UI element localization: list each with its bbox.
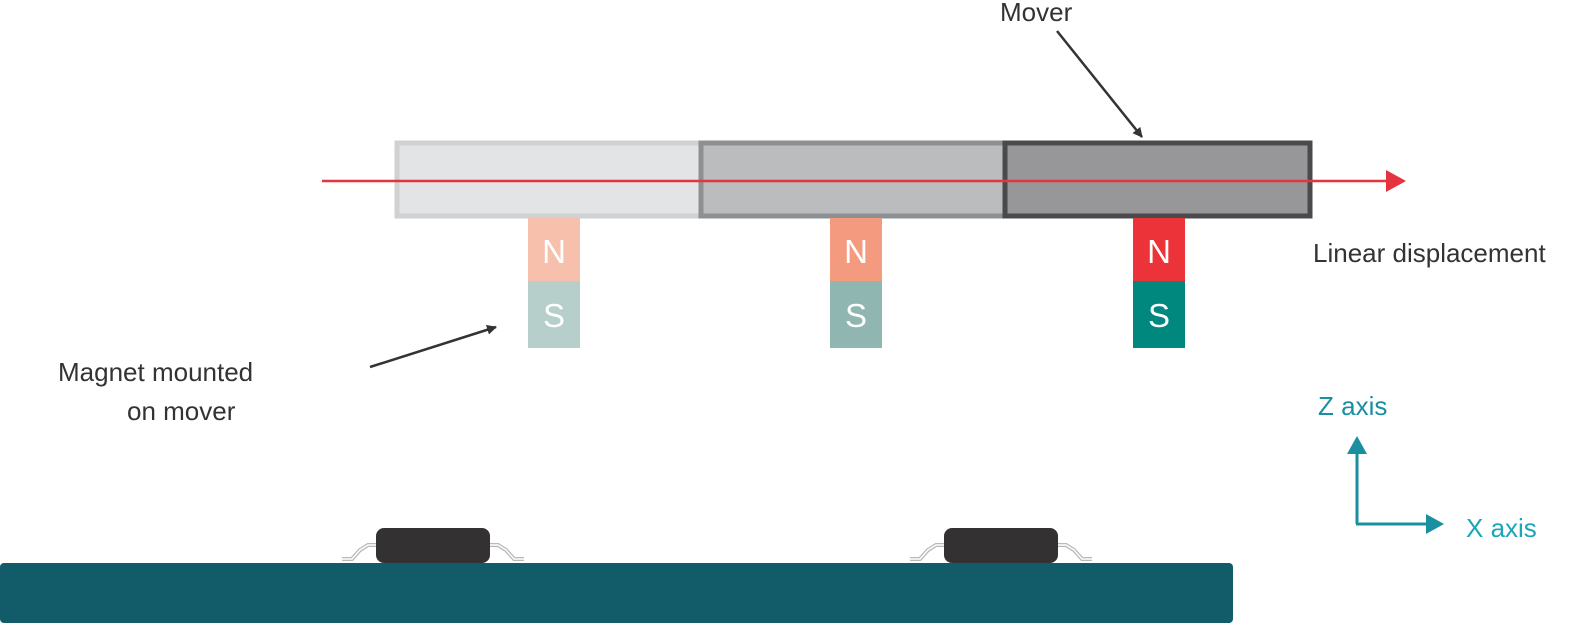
magnet-2: N S — [830, 218, 882, 348]
magnet-south-label: S — [1148, 297, 1170, 334]
magnet-north-label: N — [844, 233, 868, 270]
sensor-body — [944, 528, 1058, 563]
magnet-mounted-label-line1: Magnet mounted — [58, 357, 253, 387]
magnet-south-label: S — [845, 297, 867, 334]
mover-position-3 — [1002, 140, 1313, 219]
sensor-body — [376, 528, 490, 563]
mover-position-1 — [394, 140, 705, 219]
sensor-1 — [342, 528, 524, 563]
magnet-north-label: N — [542, 233, 566, 270]
x-axis-label: X axis — [1466, 513, 1537, 543]
mover-body — [394, 140, 1313, 219]
magnet-south-pole — [1133, 281, 1185, 348]
z-axis-arrowhead — [1347, 436, 1367, 454]
sensor-lead-left — [342, 543, 378, 561]
magnet-mounted-label-line2: on mover — [127, 396, 236, 426]
z-axis-label: Z axis — [1318, 391, 1387, 421]
magnet-3: N S — [1133, 218, 1185, 348]
sensor-lead-left — [910, 543, 946, 561]
magnet-north-label: N — [1147, 233, 1171, 270]
linear-displacement-label: Linear displacement — [1313, 238, 1546, 268]
magnet-south-pole — [830, 281, 882, 348]
sensor-lead-right — [488, 543, 524, 561]
axes-indicator: Z axis X axis — [1318, 391, 1537, 543]
pcb-board — [0, 563, 1233, 623]
mover-pointer-arrow — [1056, 30, 1143, 138]
magnet-south-label: S — [543, 297, 565, 334]
x-axis-arrowhead — [1426, 514, 1444, 534]
magnet-north-pole — [528, 218, 580, 281]
magnet-south-pole — [528, 281, 580, 348]
displacement-arrow — [322, 170, 1406, 192]
sensor-lead-right — [1056, 543, 1092, 561]
magnet-north-pole — [1133, 218, 1185, 281]
magnet-pointer-arrow — [369, 324, 497, 369]
magnet-north-pole — [830, 218, 882, 281]
magnet-1: N S — [528, 218, 580, 348]
sensor-2 — [910, 528, 1092, 563]
mover-label: Mover — [1000, 0, 1073, 27]
mover-position-2 — [698, 140, 1009, 219]
